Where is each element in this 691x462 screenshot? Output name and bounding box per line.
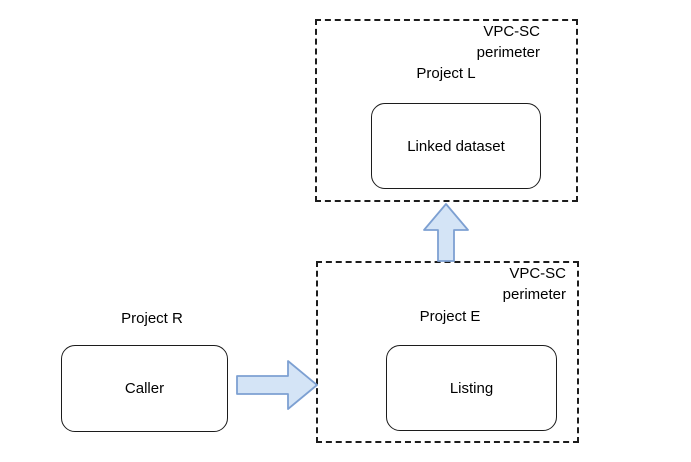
project-r-label: Project R — [121, 310, 183, 327]
linked-dataset-node-label: Linked dataset — [407, 137, 505, 155]
arrow-caller-to-listing — [236, 360, 318, 410]
vpc-perimeter-project-l — [315, 19, 578, 202]
linked-dataset-node: Linked dataset — [371, 103, 541, 189]
project-e-label: Project E — [419, 308, 481, 325]
vpc-perimeter-label-bottom: VPC-SC perimeter — [503, 263, 566, 305]
listing-node: Listing — [386, 345, 557, 431]
vpc-perimeter-label-bottom-line1: VPC-SC — [509, 265, 566, 282]
vpc-perimeter-label-top-line2: perimeter — [476, 44, 540, 61]
vpc-perimeter-label-top-line1: VPC-SC — [483, 23, 540, 40]
vpc-perimeter-project-e — [316, 261, 579, 443]
project-l-label: Project L — [416, 65, 476, 82]
caller-node: Caller — [61, 345, 228, 432]
arrow-listing-to-linked-dataset — [423, 203, 469, 262]
vpc-perimeter-label-bottom-line2: perimeter — [502, 286, 566, 303]
listing-node-label: Listing — [449, 379, 494, 397]
caller-node-label: Caller — [124, 380, 165, 397]
vpc-perimeter-label-top: VPC-SC perimeter — [477, 21, 540, 63]
